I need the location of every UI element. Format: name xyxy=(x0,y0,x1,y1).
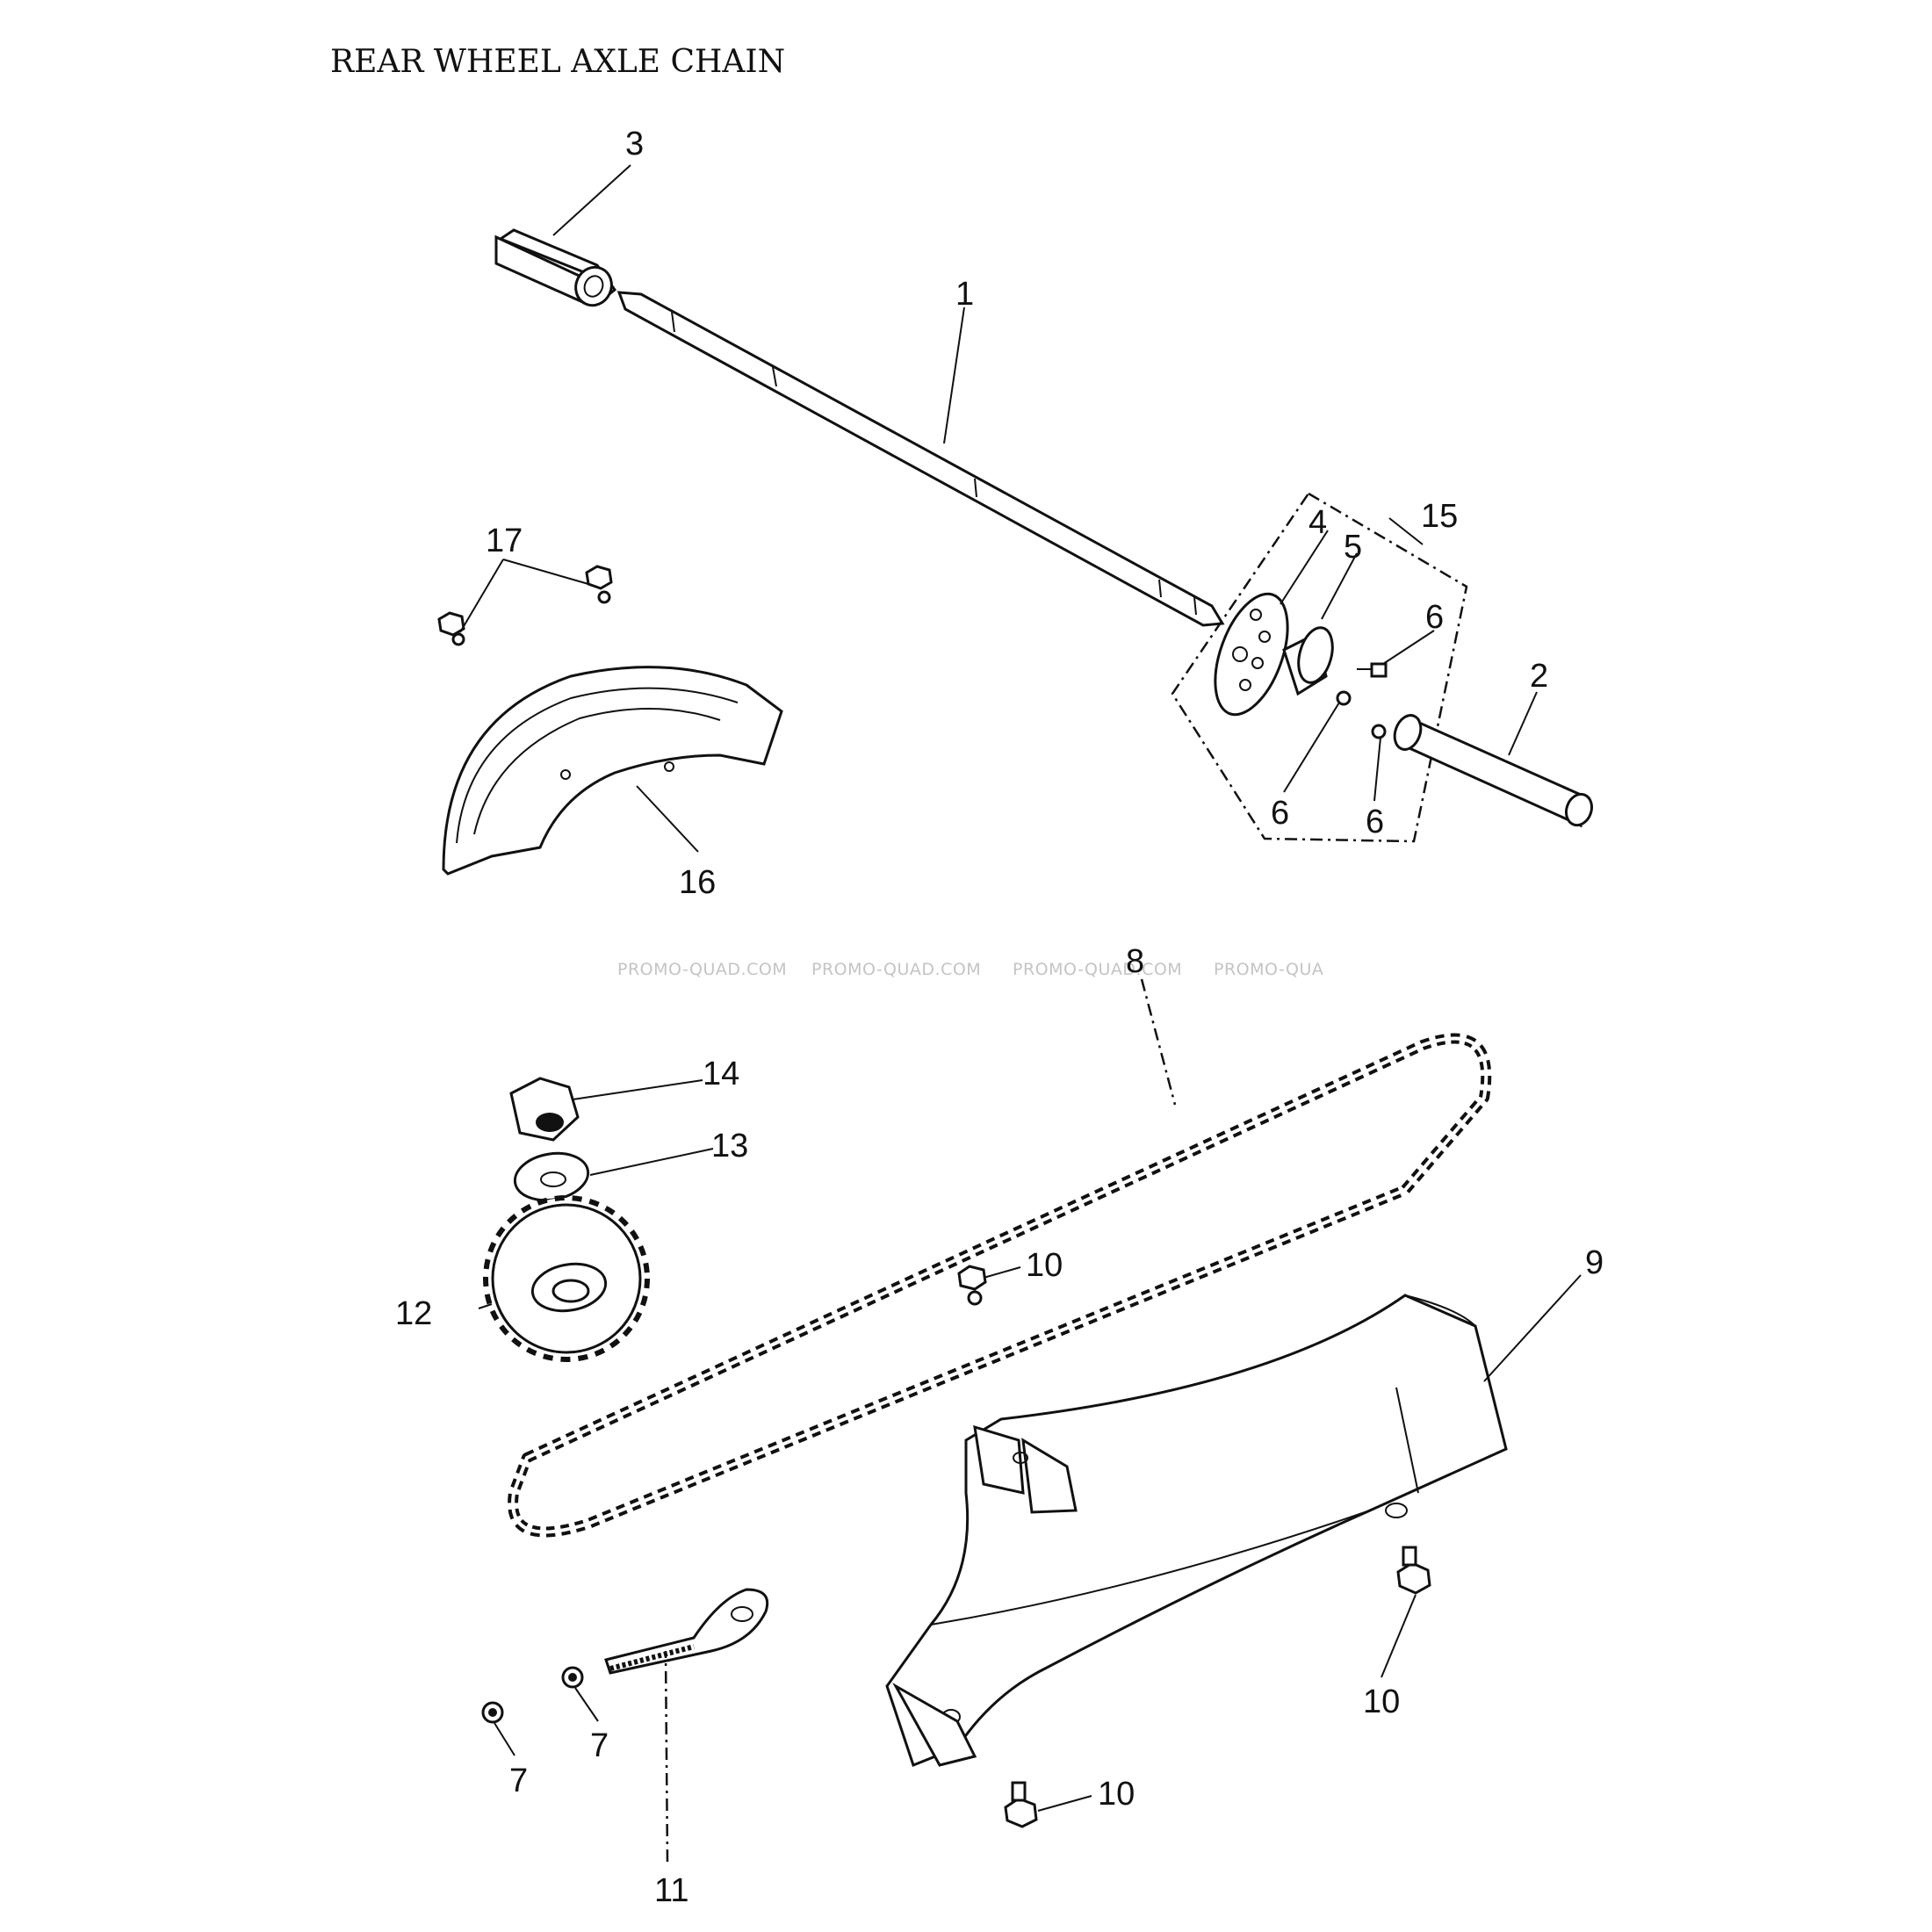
callout-1: 1 xyxy=(955,276,974,313)
callout-6c: 6 xyxy=(1366,804,1384,840)
diagram-title: REAR WHEEL AXLE CHAIN xyxy=(330,44,785,80)
callout-2: 2 xyxy=(1530,658,1548,695)
callout-labels: 3 1 15 4 5 6 2 6 6 17 16 8 14 13 12 10 9… xyxy=(395,126,1604,1909)
leader-lines xyxy=(459,164,1582,1863)
callout-8: 8 xyxy=(1126,943,1144,980)
callout-14: 14 xyxy=(703,1056,739,1092)
part-11-chain-adjuster xyxy=(604,1588,769,1675)
callout-7b: 7 xyxy=(590,1727,609,1764)
part-12-drive-sprocket xyxy=(483,1195,650,1362)
part-14-nut xyxy=(509,1077,580,1142)
callout-4: 4 xyxy=(1308,504,1327,541)
callout-6a: 6 xyxy=(1425,599,1444,636)
watermark-text: PROMO-QUA xyxy=(1214,960,1323,979)
part-8-drive-chain xyxy=(508,1033,1492,1538)
part-10-bolt-right xyxy=(1396,1546,1431,1595)
watermark-text: PROMO-QUAD.COM xyxy=(617,960,787,979)
part-10-bolt-bottom xyxy=(1004,1781,1038,1828)
part-1-axle-shaft xyxy=(616,291,1225,627)
callout-11: 11 xyxy=(654,1872,688,1909)
part-15-hub-assembly xyxy=(1171,492,1468,843)
callout-12: 12 xyxy=(395,1295,432,1332)
callout-9: 9 xyxy=(1585,1244,1604,1281)
callout-16: 16 xyxy=(679,864,716,901)
callout-3: 3 xyxy=(625,126,644,162)
callout-10a: 10 xyxy=(1026,1247,1063,1284)
watermark-text: PROMO-QUAD.COM xyxy=(811,960,981,979)
part-9-chain-guard xyxy=(885,1294,1508,1767)
watermark-text: PROMO-QUAD.COM xyxy=(1013,960,1182,979)
callout-6b: 6 xyxy=(1271,795,1289,832)
callout-15: 15 xyxy=(1421,498,1458,535)
callout-7a: 7 xyxy=(509,1763,528,1799)
part-17-nuts xyxy=(437,565,613,646)
callout-5: 5 xyxy=(1344,529,1362,566)
callout-10b: 10 xyxy=(1363,1683,1400,1720)
part-3-bushing xyxy=(494,228,617,307)
callout-17: 17 xyxy=(486,523,523,559)
watermark: PROMO-QUAD.COM PROMO-QUAD.COM PROMO-QUAD… xyxy=(617,960,1323,979)
part-10-bolt-center xyxy=(957,1265,987,1306)
callout-13: 13 xyxy=(711,1128,748,1164)
part-7-nuts xyxy=(481,1666,584,1724)
part-16-sprocket-guard xyxy=(442,666,783,876)
part-2-bushing xyxy=(1393,714,1594,828)
callout-10c: 10 xyxy=(1098,1776,1135,1813)
